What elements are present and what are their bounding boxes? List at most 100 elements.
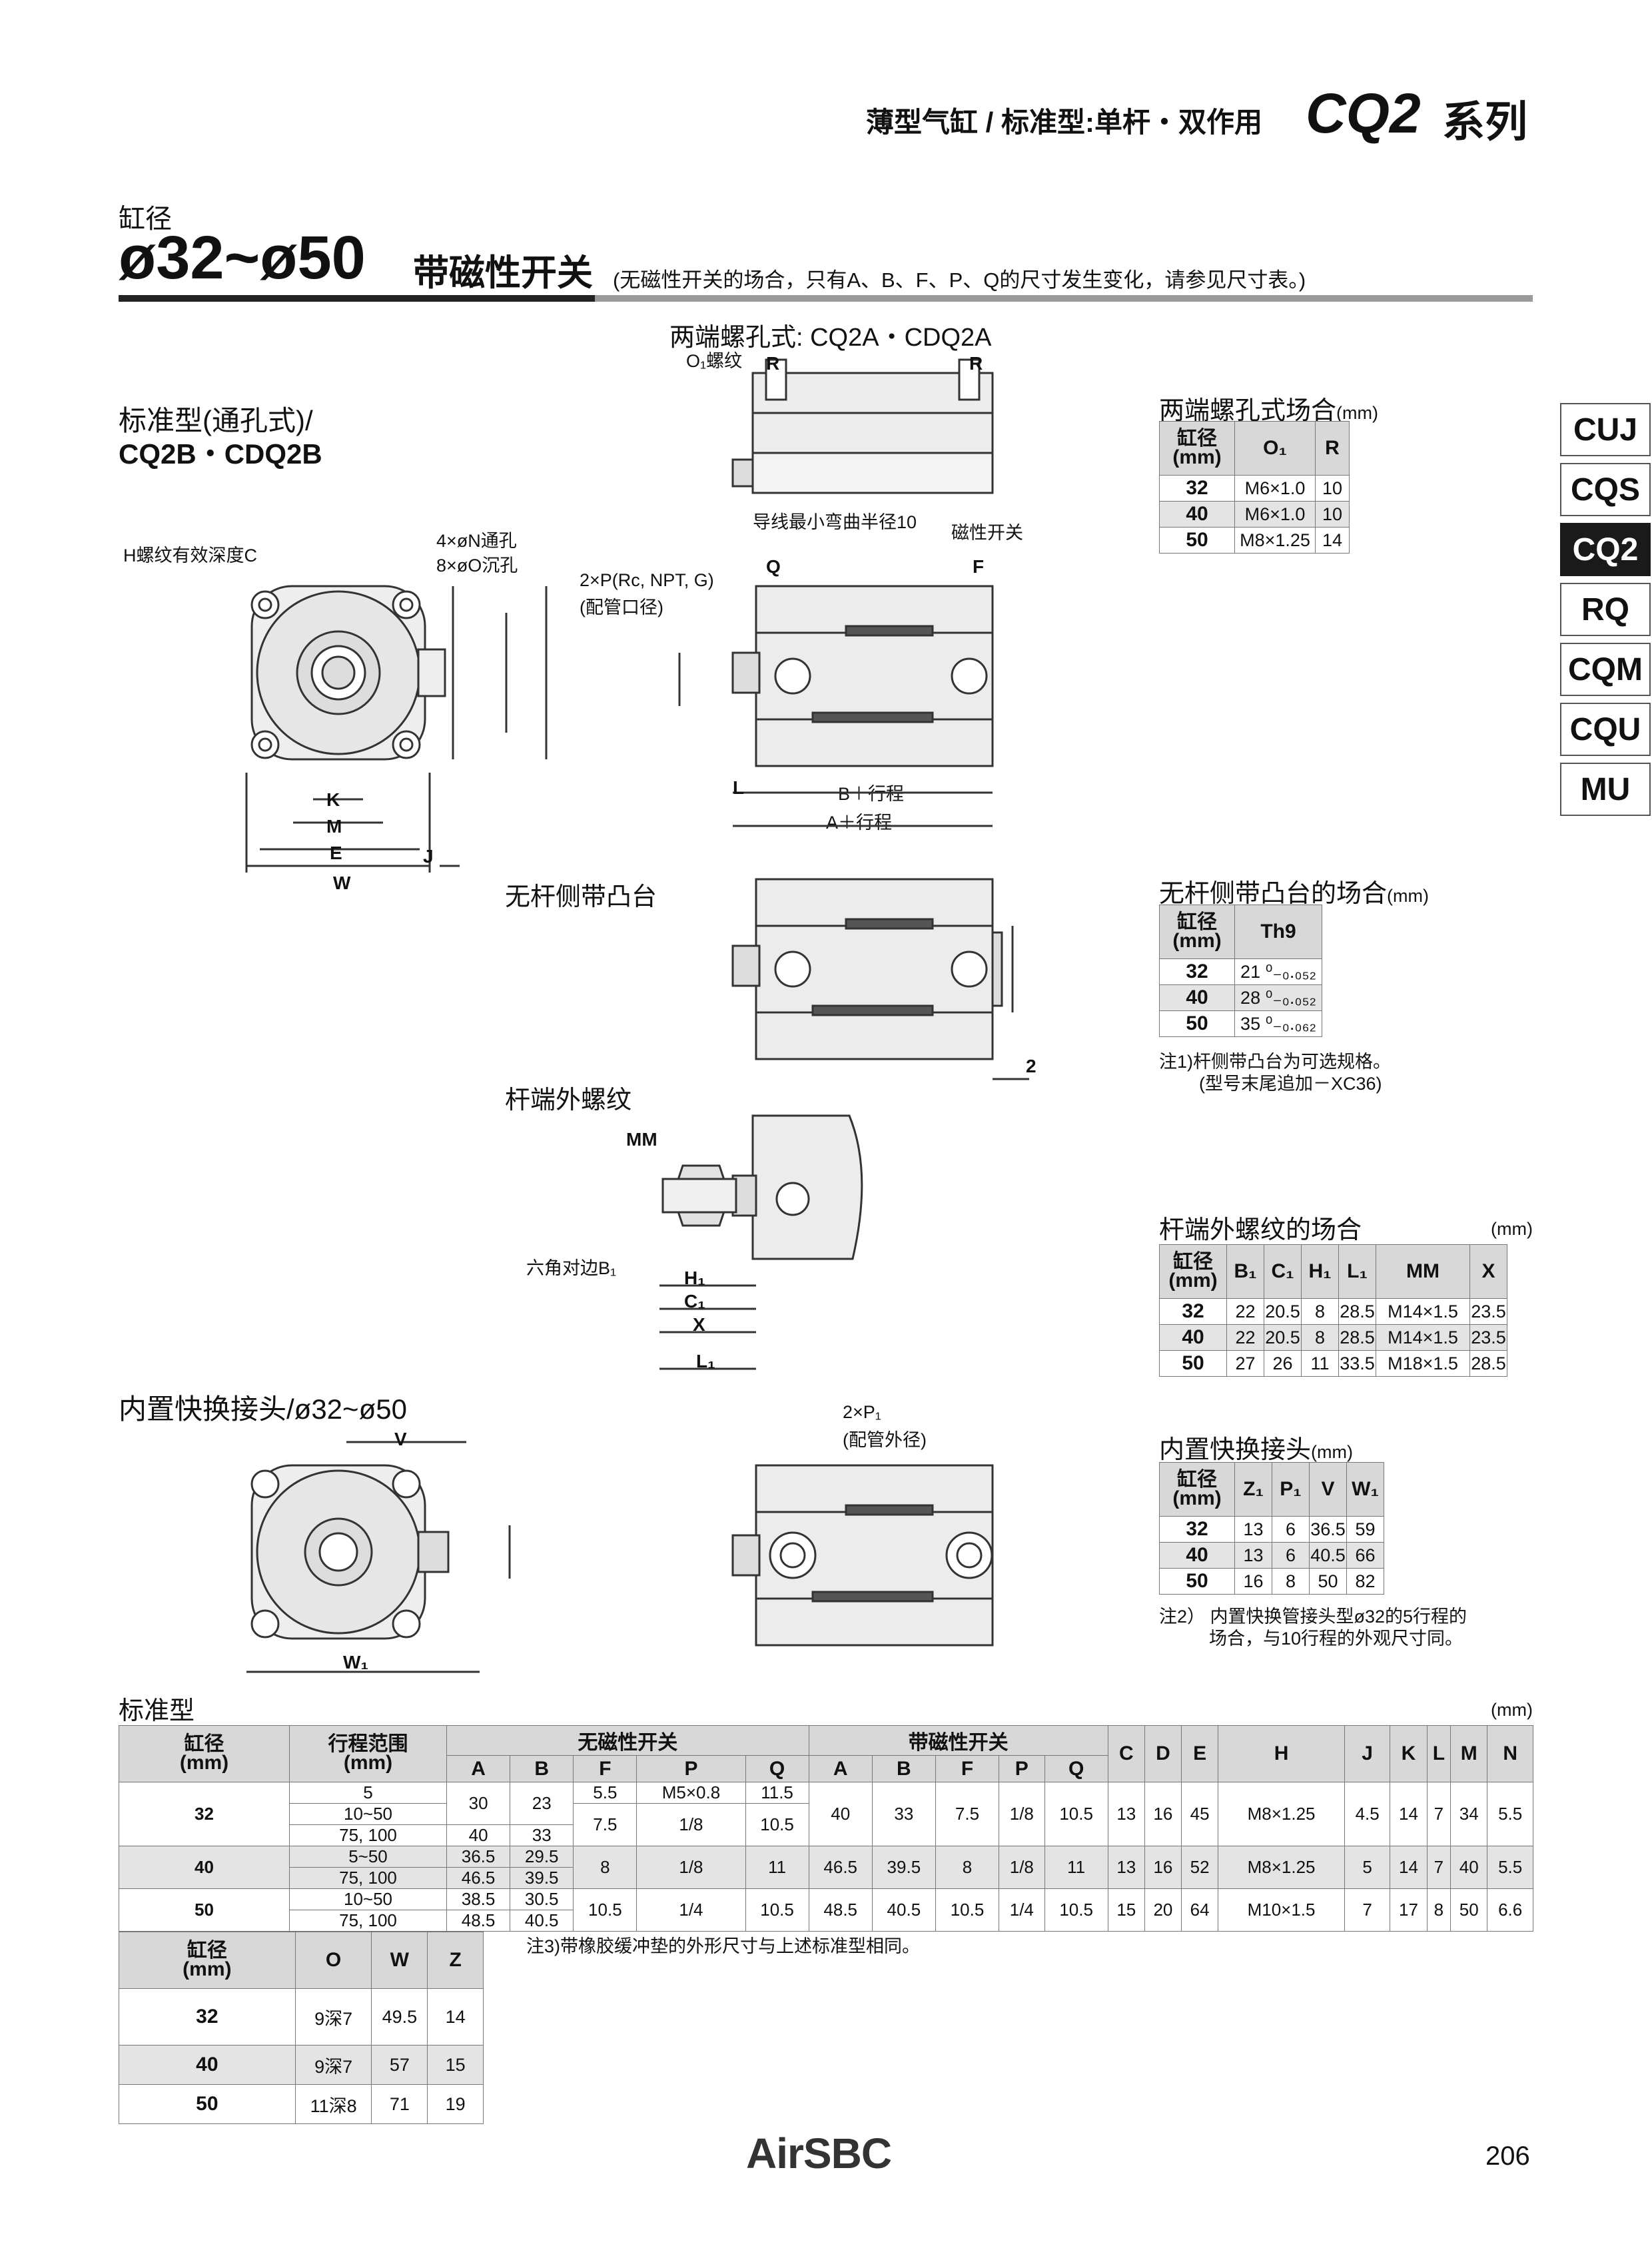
title-with-switch: 带磁性开关 bbox=[413, 253, 593, 293]
header-cell: X bbox=[1469, 1244, 1507, 1299]
series-tab-cqu[interactable]: CQU bbox=[1560, 703, 1651, 756]
label-port-sub: (配管口径) bbox=[580, 597, 663, 617]
header-cell: Z₁ bbox=[1234, 1462, 1272, 1517]
owz-note: 注3)带橡胶缓冲垫的外形尺寸与上述标准型相同。 bbox=[526, 1936, 921, 1956]
series-tab-cuj[interactable]: CUJ bbox=[1560, 403, 1651, 456]
header-d: D bbox=[1144, 1725, 1182, 1782]
table-rod-thread-title: 杆端外螺纹的场合 bbox=[1159, 1216, 1362, 1244]
value-cell: 10.5 bbox=[1044, 1888, 1108, 1932]
header-a: A bbox=[808, 1755, 873, 1782]
bore-cell: 40 bbox=[119, 1846, 290, 1889]
label-a-stroke: A＋行程 bbox=[826, 813, 893, 833]
label-b-stroke: B＋行程 bbox=[838, 784, 905, 804]
series-tab-mu[interactable]: MU bbox=[1560, 763, 1651, 816]
value-cell: 23.5 bbox=[1469, 1298, 1507, 1325]
section-head-boss: 无杆侧带凸台 bbox=[505, 883, 657, 911]
svg-text:W: W bbox=[333, 873, 351, 893]
value-cell: 26 bbox=[1264, 1350, 1302, 1377]
value-cell: 16 bbox=[1234, 1568, 1272, 1595]
header-h: H bbox=[1218, 1725, 1345, 1782]
svg-text:W₁: W₁ bbox=[343, 1652, 368, 1673]
header-cell: 缸径 (mm) bbox=[1159, 421, 1235, 476]
svg-text:R: R bbox=[766, 353, 779, 374]
bore-cell: 50 bbox=[119, 2084, 296, 2124]
value-cell: 29.5 bbox=[510, 1846, 574, 1868]
svg-text:V: V bbox=[394, 1429, 407, 1449]
value-cell: 33.5 bbox=[1338, 1350, 1376, 1377]
header-row: 缸径 (mm)Th9 bbox=[1159, 905, 1322, 959]
label-port: 2×P(Rc, NPT, G) bbox=[580, 570, 714, 590]
value-cell: 40 bbox=[808, 1782, 873, 1846]
series-tab-cqm[interactable]: CQM bbox=[1560, 643, 1651, 696]
label-hex-b1: 六角对边B₁ bbox=[526, 1258, 617, 1278]
value-cell: 13 bbox=[1234, 1516, 1272, 1543]
section-rod-male-thread: 杆端外螺纹 bbox=[505, 1086, 632, 1114]
brand-logo: AirSBC bbox=[746, 2129, 892, 2177]
svg-text:2: 2 bbox=[1026, 1056, 1036, 1076]
value-cell: 22 bbox=[1226, 1324, 1264, 1351]
bore-cell: 40 bbox=[119, 2045, 296, 2085]
value-cell: 36.5 bbox=[1309, 1516, 1347, 1543]
table-standard-title: 标准型 bbox=[119, 1697, 195, 1725]
side-view-rod-thread bbox=[659, 1114, 863, 1370]
value-cell: 20 bbox=[1144, 1888, 1182, 1932]
value-cell: 1/8 bbox=[999, 1846, 1045, 1889]
header-cell: Th9 bbox=[1234, 905, 1322, 959]
stroke-cell: 5~50 bbox=[289, 1846, 447, 1868]
bore-cell: 50 bbox=[1159, 527, 1235, 554]
value-cell: 1/4 bbox=[999, 1888, 1045, 1932]
value-cell: M8×1.25 bbox=[1218, 1846, 1345, 1889]
value-cell: 50 bbox=[1450, 1888, 1488, 1932]
label-o-holes: 8×øO沉孔 bbox=[436, 556, 518, 575]
value-cell: M10×1.5 bbox=[1218, 1888, 1345, 1932]
label-p1-sub: (配管外径) bbox=[843, 1430, 927, 1450]
svg-text:L: L bbox=[733, 777, 744, 798]
value-cell: 10.5 bbox=[745, 1803, 809, 1846]
value-cell: 33 bbox=[871, 1782, 936, 1846]
series-tab-cq2[interactable]: CQ2 bbox=[1560, 523, 1651, 576]
value-cell: 10.5 bbox=[573, 1888, 637, 1932]
svg-text:MM: MM bbox=[626, 1129, 657, 1150]
one-touch-note2: 场合，与10行程的外观尺寸同。 bbox=[1209, 1629, 1463, 1649]
svg-text:Q: Q bbox=[766, 556, 781, 577]
value-cell: 82 bbox=[1346, 1568, 1384, 1595]
value-cell: M8×1.25 bbox=[1218, 1782, 1345, 1846]
header-a: A bbox=[446, 1755, 511, 1782]
value-cell: 40.5 bbox=[871, 1888, 936, 1932]
header-stroke: 行程范围 (mm) bbox=[289, 1725, 447, 1782]
value-cell: 30.5 bbox=[510, 1888, 574, 1910]
header-cell: W bbox=[371, 1932, 428, 1989]
table-standard-unit: (mm) bbox=[1491, 1700, 1533, 1720]
stroke-cell: 10~50 bbox=[289, 1888, 447, 1910]
value-cell: 6.6 bbox=[1487, 1888, 1533, 1932]
value-cell: 13 bbox=[1234, 1542, 1272, 1569]
stroke-cell: 5 bbox=[289, 1782, 447, 1804]
stroke-cell: 75, 100 bbox=[289, 1867, 447, 1889]
series-tab-rq[interactable]: RQ bbox=[1560, 583, 1651, 636]
series-tab-cqs[interactable]: CQS bbox=[1560, 463, 1651, 516]
value-cell: M8×1.25 bbox=[1234, 527, 1316, 554]
value-cell: 28.5 bbox=[1338, 1298, 1376, 1325]
value-cell: 27 bbox=[1226, 1350, 1264, 1377]
header-cell: B₁ bbox=[1226, 1244, 1264, 1299]
value-cell: 20.5 bbox=[1264, 1298, 1302, 1325]
value-cell: 48.5 bbox=[446, 1910, 511, 1932]
value-cell: 4.5 bbox=[1344, 1782, 1391, 1846]
value-cell: 46.5 bbox=[446, 1867, 511, 1889]
header-cell: MM bbox=[1376, 1244, 1470, 1299]
value-cell: 30 bbox=[446, 1782, 511, 1825]
header-p: P bbox=[999, 1755, 1045, 1782]
value-cell: M14×1.5 bbox=[1376, 1324, 1470, 1351]
header-bore: 缸径 (mm) bbox=[119, 1725, 290, 1782]
value-cell: 5.5 bbox=[573, 1782, 637, 1804]
value-cell: 46.5 bbox=[808, 1846, 873, 1889]
